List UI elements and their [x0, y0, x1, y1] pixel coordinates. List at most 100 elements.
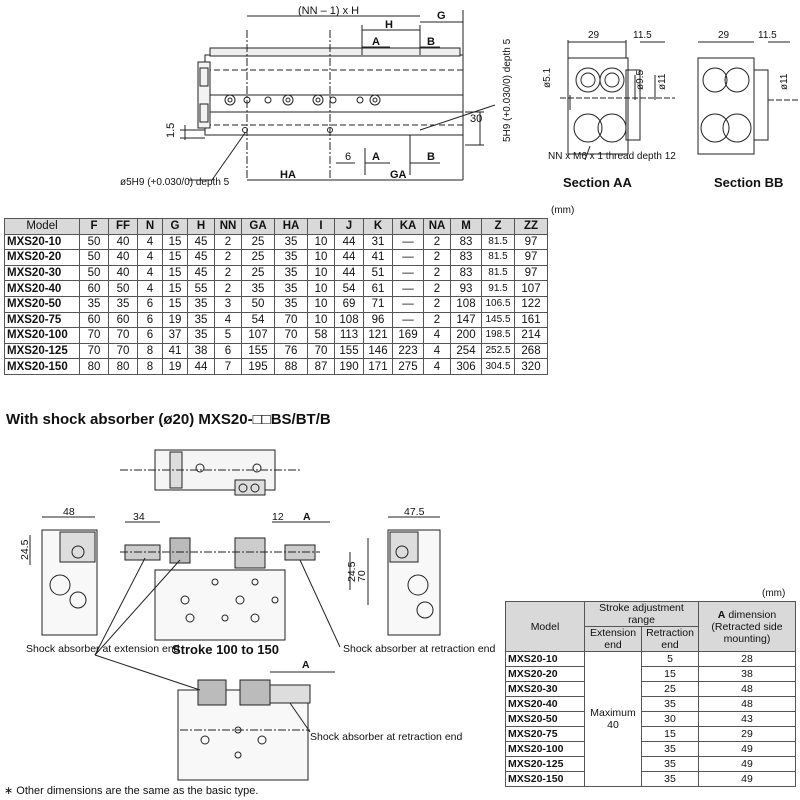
mount-holes: [224, 94, 381, 133]
spec-cell: 106.5: [481, 295, 515, 313]
table-top: [209, 47, 461, 57]
dim-six: 6: [345, 151, 351, 163]
shock-adim-cell: 43: [698, 711, 796, 727]
spec-cell: 45: [187, 264, 215, 282]
spec-header-cell: I: [307, 218, 335, 235]
dim-24-5-left: 24.5: [19, 539, 31, 560]
spec-cell: 70: [274, 311, 308, 329]
spec-cell: 5: [214, 327, 242, 344]
shock-table: Model Stroke adjustment range A dimensio…: [505, 601, 796, 787]
spec-cell: 37: [162, 327, 188, 344]
spec-cell: MXS20-40: [4, 280, 80, 297]
spec-cell: 195: [241, 358, 275, 375]
section-bb-caption: Section BB: [714, 175, 783, 190]
spec-cell: —: [392, 264, 424, 282]
spec-cell: MXS20-10: [4, 233, 80, 251]
spec-cell: 81.5: [481, 264, 515, 282]
spec-cell: 44: [334, 233, 364, 251]
spec-cell: 7: [214, 358, 242, 375]
shock-model-cell: MXS20-10: [505, 651, 585, 667]
spec-cell: 4: [214, 311, 242, 329]
spec-header-cell: FF: [108, 218, 138, 235]
spec-cell: 45: [187, 249, 215, 266]
dim-ga: GA: [390, 169, 407, 181]
spec-cell: 15: [162, 264, 188, 282]
shock-header-ext: Extension end: [584, 626, 642, 652]
shock-header-ret: Retraction end: [641, 626, 699, 652]
spec-cell: 55: [187, 280, 215, 297]
spec-cell: 2: [423, 233, 451, 251]
sec-aa-29: 29: [588, 30, 600, 41]
spec-cell: 97: [514, 249, 548, 266]
shock-model-cell: MXS20-125: [505, 756, 585, 772]
spec-header-cell: N: [137, 218, 163, 235]
spec-cell: 80: [79, 358, 109, 375]
sec-aa-d5-1: ø5.1: [542, 68, 553, 88]
sec-aa-d11: ø11: [657, 73, 668, 90]
dim-1-5: 1.5: [165, 123, 177, 138]
spec-cell: 40: [108, 264, 138, 282]
dim-a-bottom-view: A: [302, 659, 310, 671]
spec-cell: 254: [450, 342, 482, 360]
spec-cell: 2: [423, 295, 451, 313]
spec-cell: 161: [514, 311, 548, 329]
spec-cell: 44: [334, 249, 364, 266]
spec-cell: 4: [137, 280, 163, 297]
spec-cell: 35: [274, 249, 308, 266]
spec-cell: 93: [450, 280, 482, 297]
spec-cell: 171: [363, 358, 393, 375]
spec-header-cell: G: [162, 218, 188, 235]
shock-header-range: Stroke adjustment range: [584, 601, 699, 627]
spec-cell: 268: [514, 342, 548, 360]
shock-ret-cell: 35: [641, 756, 699, 772]
spec-cell: 320: [514, 358, 548, 375]
spec-header-cell: H: [187, 218, 215, 235]
spec-cell: 252.5: [481, 342, 515, 360]
spec-cell: 19: [162, 358, 188, 375]
spec-cell: 10: [307, 295, 335, 313]
spec-cell: 35: [274, 264, 308, 282]
spec-header-cell: KA: [392, 218, 424, 235]
hole-note-left: ø5H9 (+0.030/0) depth 5: [120, 177, 230, 188]
spec-cell: 4: [137, 264, 163, 282]
spec-cell: 122: [514, 295, 548, 313]
shock-adim-cell: 28: [698, 651, 796, 667]
dim-b-top: B: [427, 36, 435, 48]
spec-cell: 31: [363, 233, 393, 251]
spec-cell: 25: [241, 249, 275, 266]
spec-header-cell: NA: [423, 218, 451, 235]
shock-unit: (mm): [762, 588, 786, 599]
spec-cell: 190: [334, 358, 364, 375]
spec-cell: 83: [450, 233, 482, 251]
shock-model-cell: MXS20-100: [505, 741, 585, 757]
spec-cell: 2: [214, 233, 242, 251]
spec-cell: 51: [363, 264, 393, 282]
spec-cell: 35: [187, 327, 215, 344]
spec-cell: 10: [307, 311, 335, 329]
spec-cell: 54: [334, 280, 364, 297]
shock-model-cell: MXS20-75: [505, 726, 585, 742]
spec-cell: 306: [450, 358, 482, 375]
spec-cell: 4: [423, 327, 451, 344]
spec-cell: 107: [241, 327, 275, 344]
spec-cell: 76: [274, 342, 308, 360]
shock-adim-cell: 49: [698, 756, 796, 772]
dim-b-bottom: B: [427, 151, 435, 163]
shock-adim-cell: 49: [698, 741, 796, 757]
spec-cell: —: [392, 249, 424, 266]
spec-cell: 223: [392, 342, 424, 360]
spec-cell: 83: [450, 249, 482, 266]
spec-cell: MXS20-100: [4, 327, 80, 344]
spec-cell: 15: [162, 249, 188, 266]
